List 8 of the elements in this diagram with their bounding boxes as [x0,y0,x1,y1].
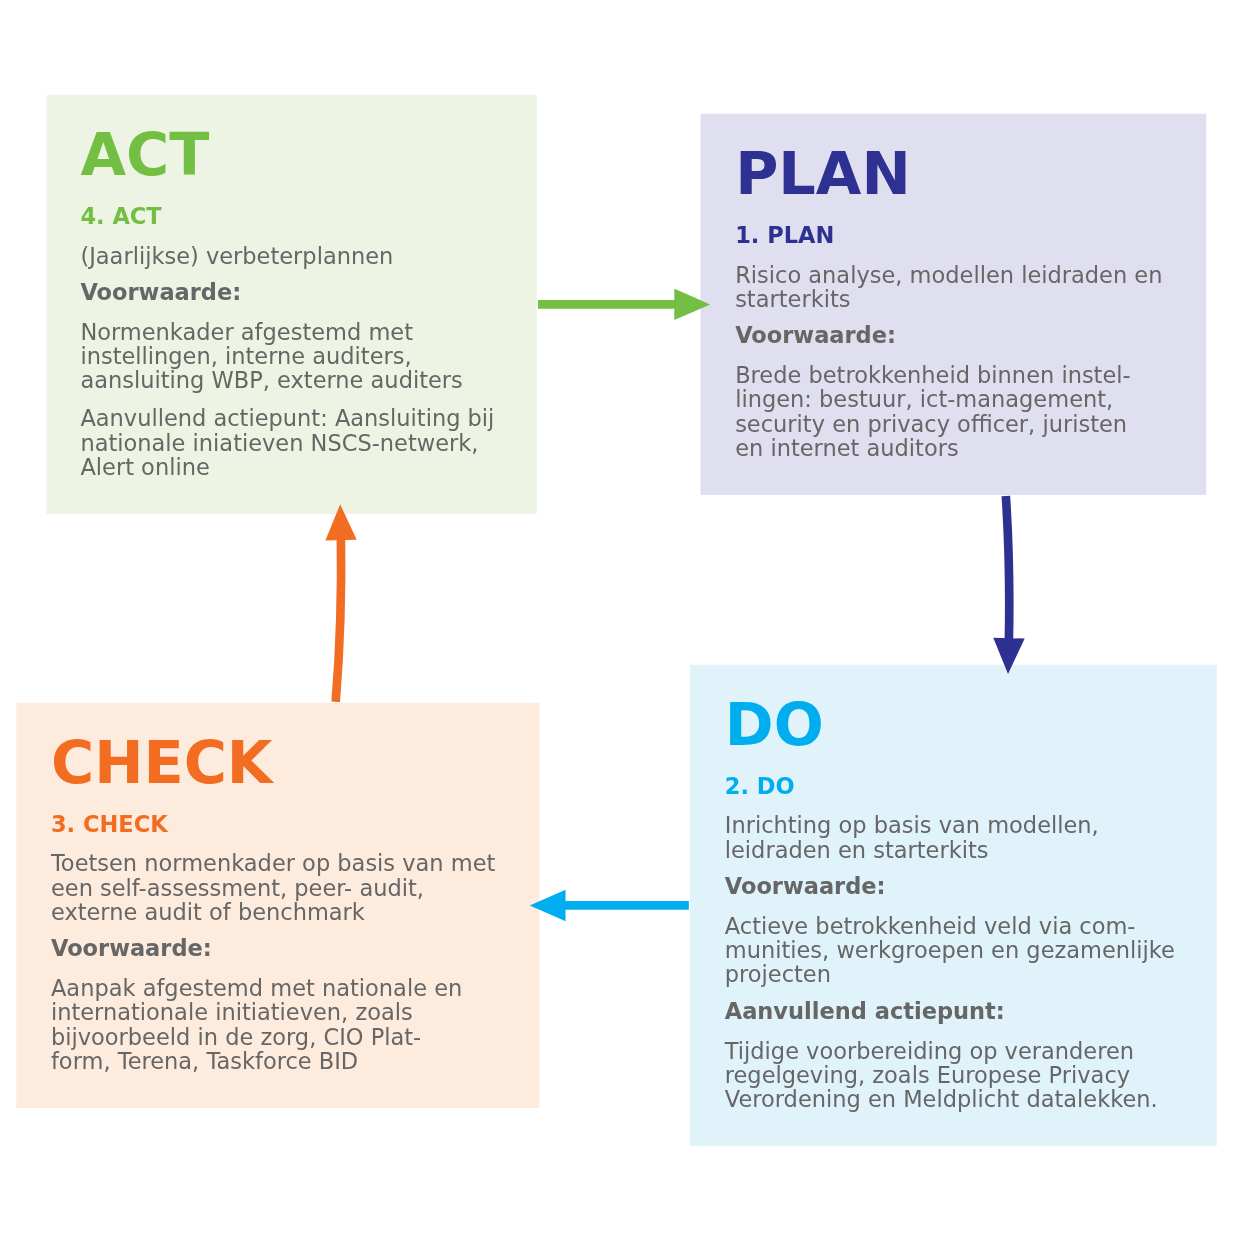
arrow [537,288,711,320]
node-box: ACT 4. ACT (Jaarlijkse) verbeterplannen Voorwaarde: Normenkader afgestemd met instellingen, interne auditers, aansluiting WBP, externe auditers Aanvullend actiepunt: Aansluiting bij nationale iniatieven NSCS-netwerk, Alert online [44,92,539,516]
arrow [325,503,357,702]
node-box: DO 2. DO Inrichting op basis van modellen, leidraden en starterkits Voorwaarde: Actieve betrokkenheid veld via com- munities, werkgroepen en gezamenlijke projecten Aanvullend actiepunt: Tijdige voorbereiding op veranderen regelgeving, zoals Europese Privacy Verordening en Meldplicht datalekken. [688,662,1219,1148]
node-box: CHECK 3. CHECK Toetsen normenkader op basis van met een self-assessment, peer- audit, externe audit of benchmark Voorwaarde: Aanpak afgestemd met nationale en internationale initiatieven, zoals bijvoorbeeld in de zorg, CIO Plat- form, Terena, Taskforce BID [14,700,542,1110]
arrow [529,889,689,921]
node-box: PLAN 1. PLAN Risico analyse, modellen leidraden en starterkits Voorwaarde: Brede betrokkenheid binnen instel- lingen: bestuur, ict-management, security en privacy officer, juristen en internet auditors [698,111,1209,497]
arrow [993,495,1025,674]
